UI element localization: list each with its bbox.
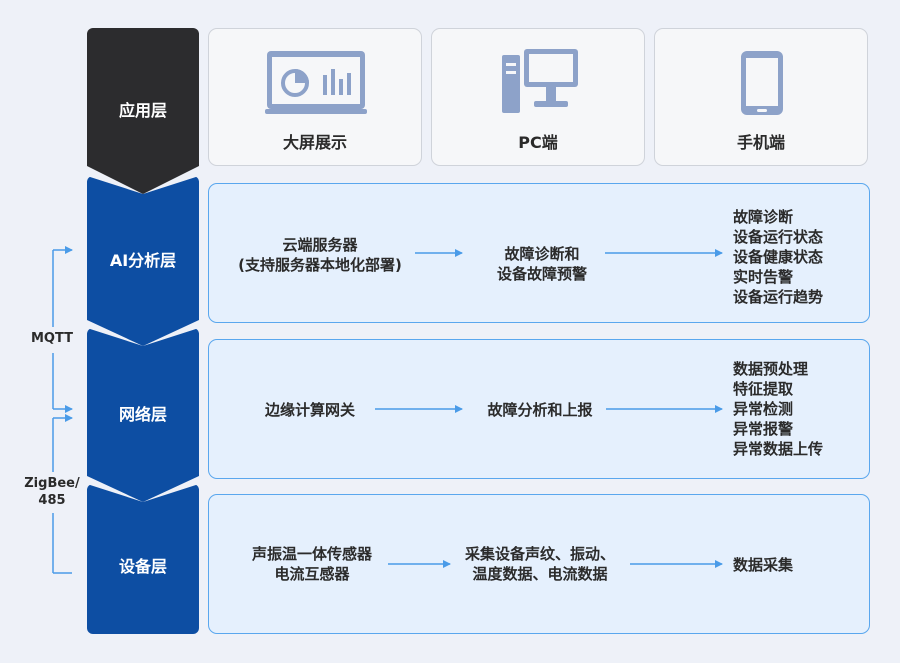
layer-network: 网络层	[87, 328, 199, 502]
network-output-item: 特征提取	[733, 380, 794, 398]
device-source: 声振温一体传感器 电流互感器	[232, 545, 392, 584]
device-middle: 采集设备声纹、振动、 温度数据、电流数据	[455, 545, 625, 584]
network-output-item: 异常数据上传	[733, 440, 824, 458]
ai-output-item: 设备运行趋势	[733, 288, 824, 306]
layer-app: 应用层	[87, 28, 199, 194]
layer-ai-label: AI分析层	[109, 251, 177, 270]
big-screen-label: 大屏展示	[282, 133, 347, 152]
mqtt-label: MQTT	[30, 331, 74, 346]
app-big-screen: 大屏展示	[208, 28, 422, 166]
zigbee-label: ZigBee/ 485	[18, 475, 86, 509]
smartphone-icon	[741, 51, 783, 115]
zigbee-label-line2: 485	[38, 493, 66, 508]
ai-output-item: 故障诊断	[733, 208, 794, 226]
ai-source-line2: (支持服务器本地化部署)	[238, 256, 402, 274]
device-middle-line2: 温度数据、电流数据	[472, 565, 608, 583]
ai-outputs: 故障诊断 设备运行状态 设备健康状态 实时告警 设备运行趋势	[733, 207, 823, 307]
network-outputs: 数据预处理 特征提取 异常检测 异常报警 异常数据上传	[733, 359, 823, 459]
network-output-item: 异常检测	[733, 400, 794, 418]
zigbee-label-line1: ZigBee/	[24, 476, 80, 491]
device-source-line1: 声振温一体传感器	[251, 545, 372, 563]
layer-device-label: 设备层	[118, 557, 167, 576]
ai-middle-line1: 故障诊断和	[504, 245, 580, 263]
panel-network	[208, 339, 870, 479]
network-middle-label: 故障分析和上报	[487, 401, 593, 419]
ai-middle: 故障诊断和 设备故障预警	[472, 245, 612, 284]
ai-output-item: 设备健康状态	[733, 248, 824, 266]
app-mobile: 手机端	[654, 28, 868, 166]
ai-output-item: 实时告警	[733, 268, 794, 286]
ai-output-item: 设备运行状态	[733, 228, 824, 246]
device-source-line2: 电流互感器	[274, 565, 350, 583]
layer-app-label: 应用层	[118, 101, 167, 120]
layer-device: 设备层	[87, 484, 199, 634]
network-output-item: 数据预处理	[733, 360, 809, 378]
layer-network-label: 网络层	[118, 405, 167, 424]
panel-ai	[208, 183, 870, 323]
device-output: 数据采集	[733, 556, 793, 575]
ai-source-line1: 云端服务器	[282, 236, 358, 254]
network-output-item: 异常报警	[733, 420, 794, 438]
device-output-label: 数据采集	[733, 556, 794, 574]
pc-label: PC端	[518, 133, 558, 152]
ai-source: 云端服务器 (支持服务器本地化部署)	[215, 236, 425, 275]
layer-ai: AI分析层	[87, 176, 199, 346]
network-middle: 故障分析和上报	[470, 401, 610, 420]
mobile-label: 手机端	[736, 133, 785, 152]
ai-middle-line2: 设备故障预警	[496, 265, 587, 283]
network-source-label: 边缘计算网关	[264, 401, 355, 419]
monitor-chart-icon	[265, 51, 367, 114]
device-middle-line1: 采集设备声纹、振动、	[464, 545, 615, 563]
desktop-pc-icon	[502, 49, 578, 113]
panel-device	[208, 494, 870, 634]
app-pc: PC端	[431, 28, 645, 166]
network-source: 边缘计算网关	[250, 401, 370, 420]
